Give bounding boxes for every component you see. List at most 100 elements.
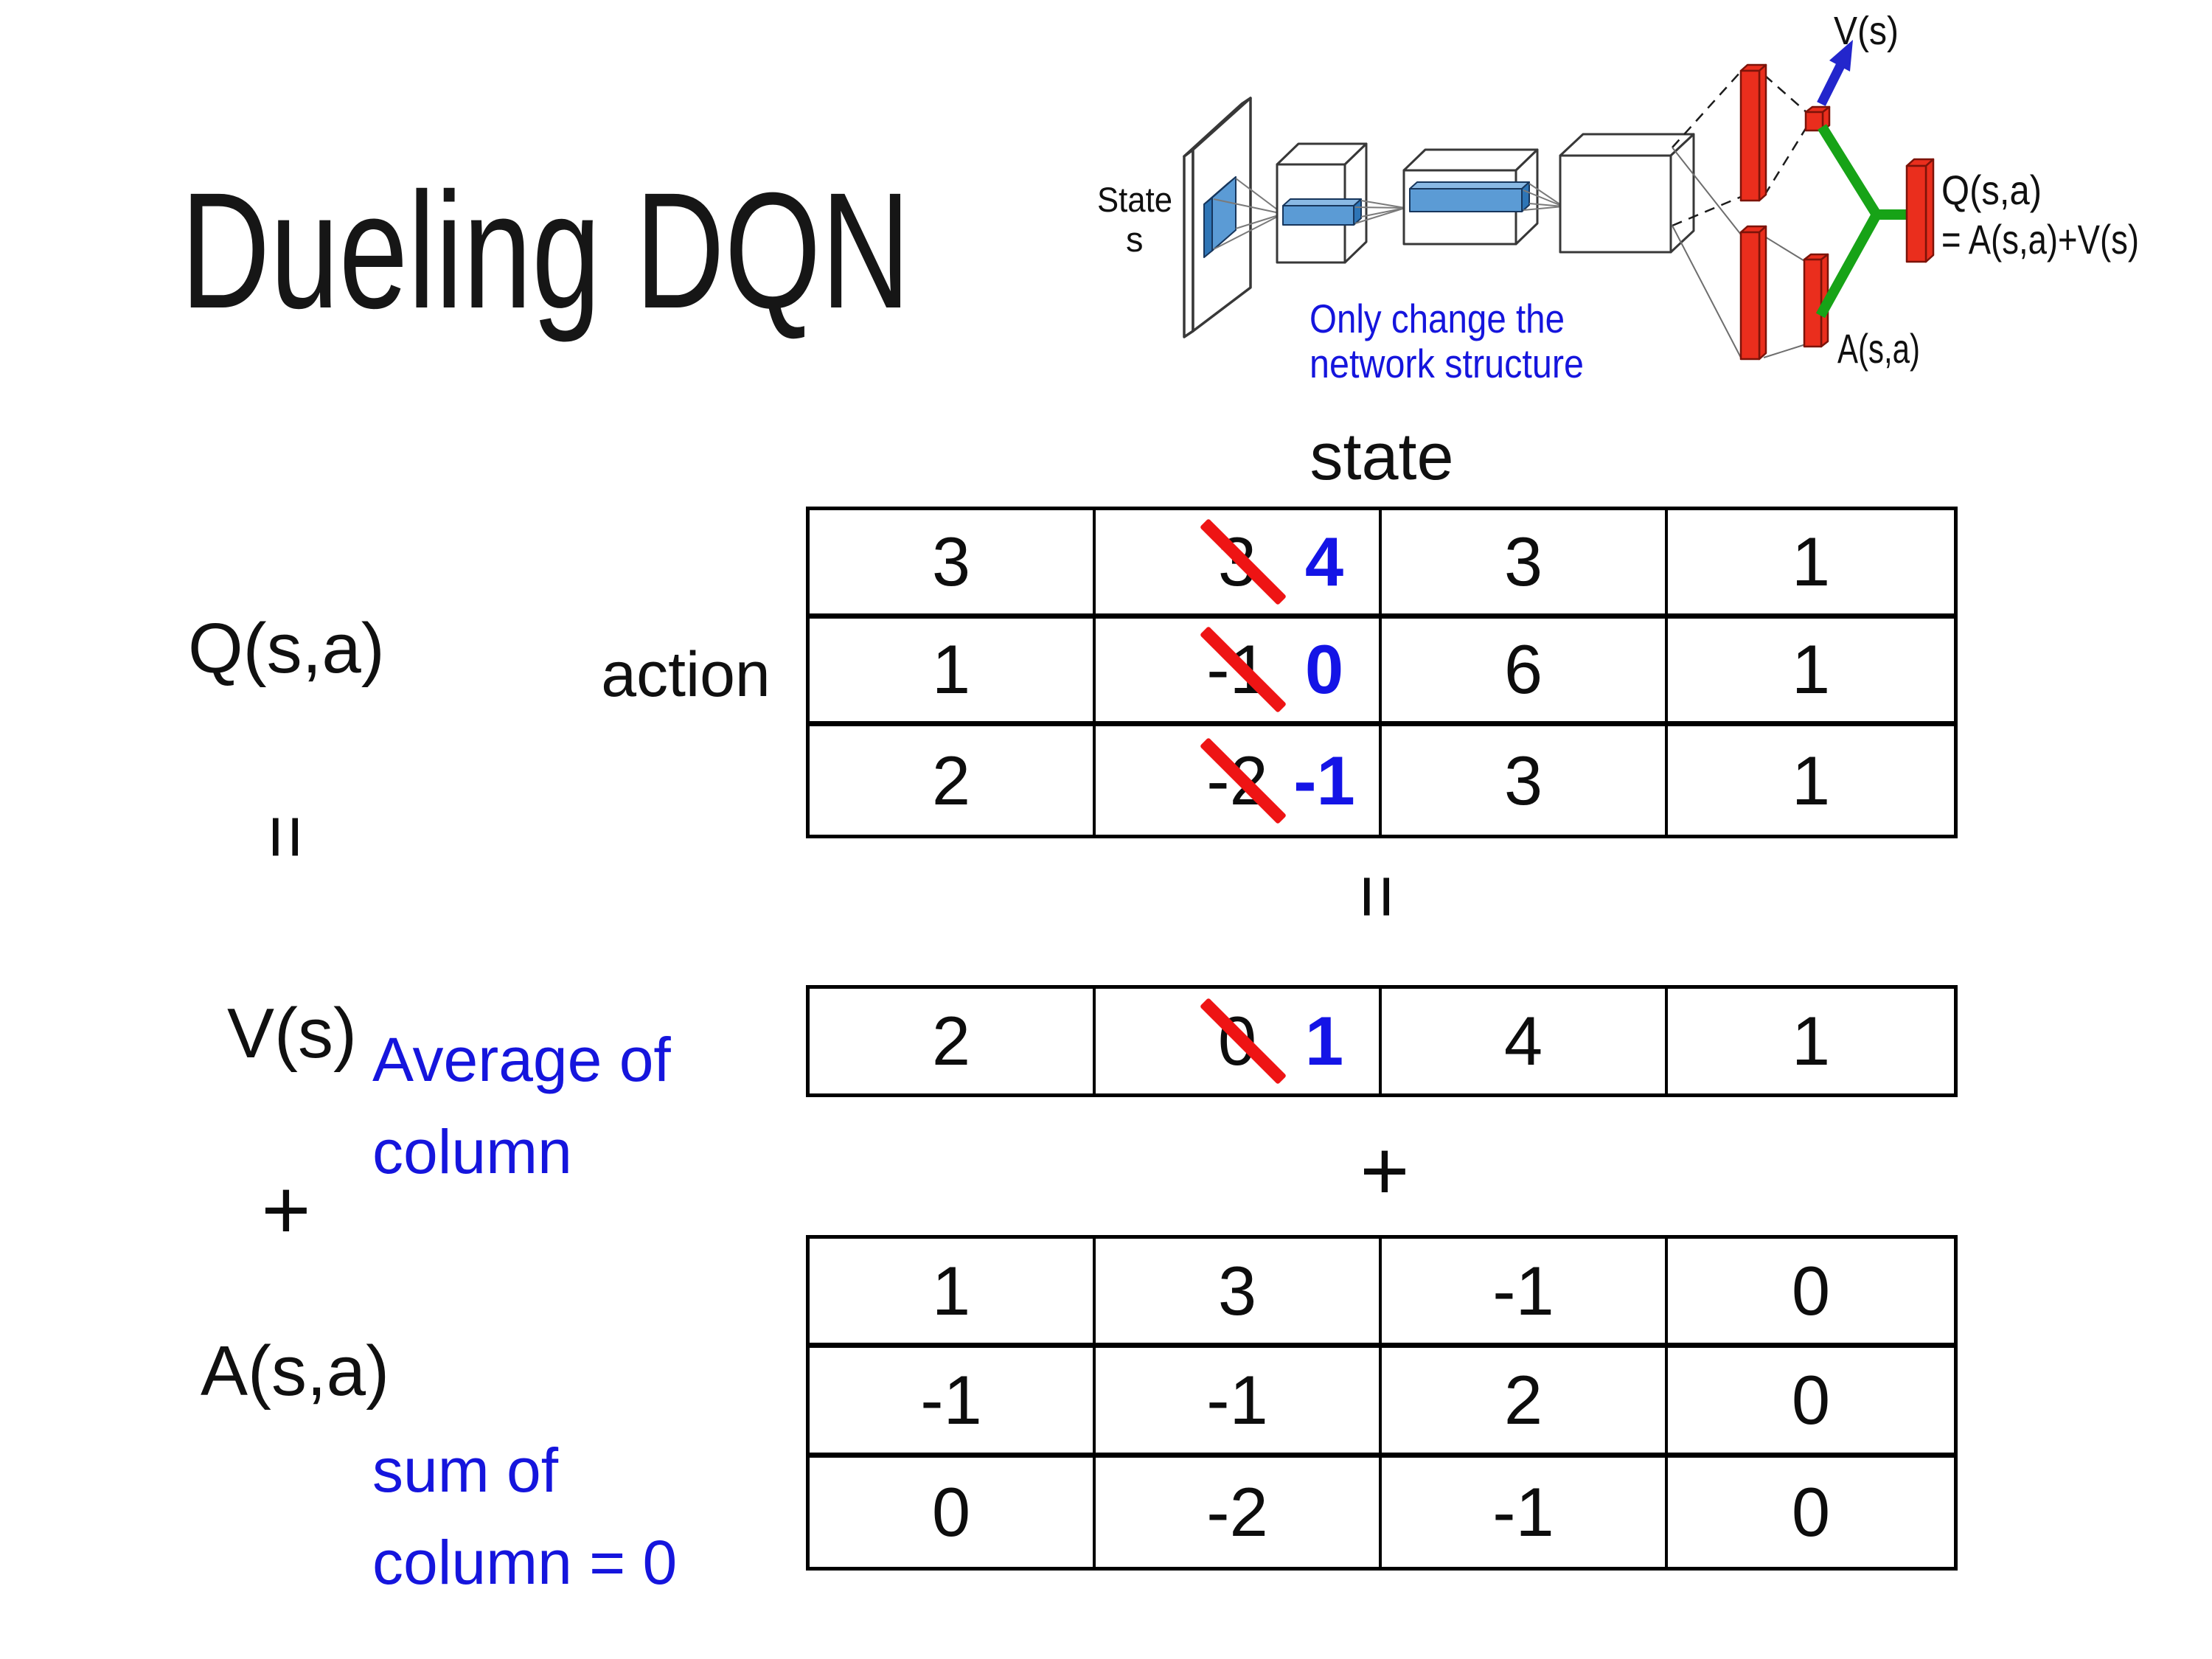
diagram-note-line1: Only change the — [1310, 296, 1565, 341]
arrow-head — [1829, 40, 1853, 72]
table-cell: -1 — [810, 1348, 1096, 1458]
a-term-label: A(s,a) — [201, 1332, 390, 1411]
table-cell-corrected: 3 4 — [1096, 510, 1382, 619]
aggregation-links — [1815, 124, 1908, 319]
cone-line — [1528, 203, 1564, 207]
diagram-note-line2: network structure — [1310, 341, 1584, 386]
table-cell-corrected: -1 0 — [1096, 618, 1382, 727]
conv-layer-box-3 — [1559, 133, 1695, 254]
table-cell: 3 — [1096, 1239, 1382, 1349]
dashed-line — [1672, 195, 1742, 227]
solid-line — [1672, 225, 1742, 358]
table-cell: -1 — [1382, 1457, 1668, 1567]
solid-line — [1763, 344, 1806, 358]
fc-layer-bars — [1739, 63, 1831, 361]
corrected-value: -1 — [1293, 741, 1355, 819]
table-cell: 3 — [1382, 510, 1668, 619]
table-cell: 2 — [810, 989, 1096, 1093]
state-header: state — [1310, 420, 1454, 494]
table-cell: -1 — [1096, 1348, 1382, 1458]
advantage-stream-lines — [1672, 147, 1806, 358]
network-diagram: V(s) State s Q(s,a) = A(s,a)+V(s) A(s,a)… — [1097, 9, 2139, 386]
table-cell: 1 — [810, 1239, 1096, 1349]
table-cell: 3 — [810, 510, 1096, 619]
note-line: column = 0 — [372, 1528, 678, 1597]
cone-line — [1213, 213, 1284, 250]
table-cell-corrected: -2 -1 — [1096, 726, 1382, 835]
conv-filter-1 — [1203, 176, 1237, 258]
q-output-label-line2: = A(s,a)+V(s) — [1941, 216, 2139, 262]
average-of-column-note: Average of column — [372, 1014, 671, 1198]
feature-map-bar-1 — [1282, 198, 1362, 226]
a-table: 1 3 -1 0 -1 -1 2 0 0 -2 -1 0 — [806, 1235, 1958, 1571]
table-cell: 6 — [1382, 618, 1668, 727]
table-cell: 0 — [1791, 1472, 1831, 1551]
v-output-label: V(s) — [1834, 9, 1899, 53]
v-scalar-node — [1804, 111, 1824, 132]
table-cell: 0 — [810, 1457, 1096, 1567]
fc-bar-advantage-stream — [1739, 231, 1761, 361]
fc-bar-side — [1758, 225, 1767, 361]
v-output-arrow — [1817, 40, 1853, 106]
filter1-front-face — [1211, 176, 1237, 251]
table-cell: 3 — [1382, 726, 1668, 835]
bar2-top-face — [1409, 181, 1530, 189]
table-cell: -2 — [1096, 1457, 1382, 1567]
cone-line — [1523, 206, 1564, 211]
bar1-front-face — [1282, 205, 1354, 226]
q-term-label: Q(s,a) — [188, 609, 385, 688]
table-cell: 4 — [1382, 989, 1668, 1093]
filter1-side-face — [1203, 197, 1213, 258]
table-cell: -1 — [1382, 1239, 1668, 1349]
cone-line — [1235, 213, 1284, 229]
plus-sign-middle: + — [1360, 1124, 1410, 1218]
table-cell: 0 — [1668, 1348, 1954, 1458]
v-term-label: V(s) — [227, 994, 357, 1073]
bar1-top-face — [1282, 198, 1362, 206]
page-title: Dueling DQN — [181, 147, 1154, 354]
cone-line — [1360, 200, 1406, 209]
box3-right-face — [1669, 133, 1695, 254]
action-label: action — [601, 639, 771, 710]
table-cell: 1 — [1668, 510, 1954, 619]
fc-bar-side — [1758, 63, 1767, 202]
arrow-shaft — [1817, 62, 1846, 106]
note-line: column — [372, 1117, 572, 1186]
q-bar-side — [1924, 158, 1935, 263]
corrected-value: 4 — [1304, 522, 1344, 600]
solid-line — [1672, 147, 1742, 235]
green-y-shape — [1815, 124, 1883, 319]
table-cell: 1 — [1668, 619, 1954, 727]
box2-top-face — [1402, 148, 1539, 172]
fc-bar-value-stream — [1739, 69, 1761, 202]
table-cell: 0 — [1668, 1239, 1954, 1349]
cone-line — [1354, 206, 1406, 209]
box3-front-face — [1559, 154, 1672, 254]
table-cell: 2 — [1382, 1348, 1668, 1458]
plus-sign-left: + — [261, 1163, 311, 1257]
rotated-equals-middle: = — [1334, 874, 1421, 919]
q-output-label-line1: Q(s,a) — [1941, 167, 2042, 213]
dashed-line — [1763, 125, 1809, 196]
q-bar-front — [1905, 164, 1927, 263]
feature-map-bar-2 — [1409, 181, 1530, 212]
conv3-projection-lines — [1523, 183, 1564, 211]
corrected-value: 1 — [1304, 1002, 1344, 1079]
plane-side-face — [1183, 148, 1194, 338]
cone-line — [1354, 207, 1406, 224]
conv1-projection-lines — [1213, 178, 1284, 250]
bar2-front-face — [1409, 188, 1523, 212]
cone-line — [1528, 183, 1564, 207]
solid-line — [1763, 235, 1806, 262]
note-line: sum of — [372, 1436, 559, 1505]
page-title-text: Dueling DQN — [181, 159, 911, 343]
dashed-line — [1764, 74, 1808, 114]
value-stream-dashed-lines — [1672, 71, 1809, 227]
state-s-label: s — [1126, 220, 1144, 259]
conv2-projection-lines — [1354, 200, 1406, 224]
a-vector-bar — [1803, 258, 1823, 348]
v-table: 2 0 1 4 1 — [806, 985, 1958, 1097]
rotated-equals-left: = — [243, 814, 330, 860]
cone-line — [1360, 207, 1406, 218]
